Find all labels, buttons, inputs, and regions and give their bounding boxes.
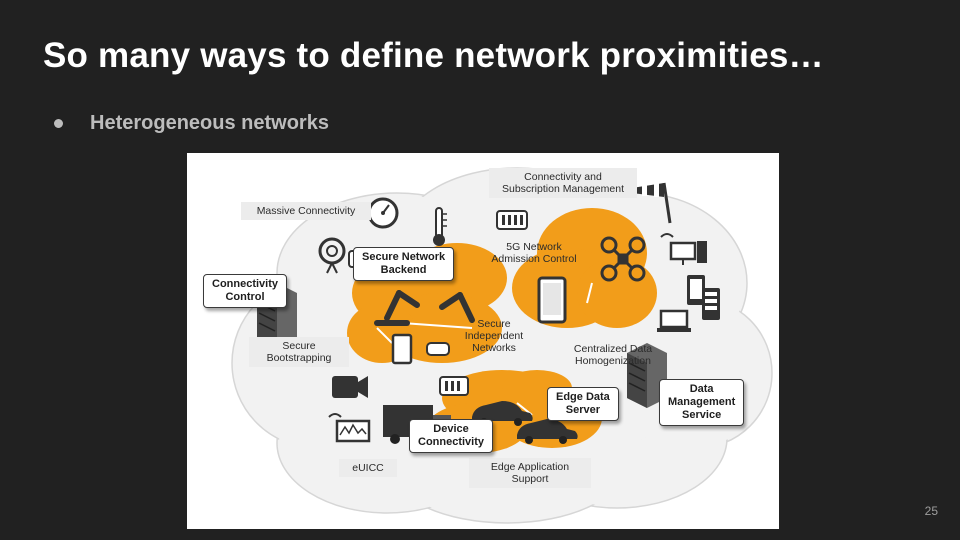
thermometer-icon <box>433 207 447 246</box>
label-massive-connectivity: Massive Connectivity <box>241 202 371 220</box>
radar-icon <box>318 237 346 274</box>
camera-icon <box>332 376 368 398</box>
bullet-dot-icon <box>54 119 63 128</box>
label-euicc: eUICC <box>339 459 397 477</box>
cellular-module-icon <box>496 210 528 230</box>
gauge-icon <box>367 197 399 229</box>
car-icon <box>426 342 450 356</box>
tablet-icon <box>391 333 413 365</box>
slide-title: So many ways to define network proximiti… <box>43 36 824 75</box>
signal-monitor-icon <box>328 413 371 443</box>
bullet-text: Heterogeneous networks <box>90 112 329 134</box>
laptop-icon <box>657 309 691 332</box>
label-text: Massive Connectivity <box>256 205 356 217</box>
label-text: eUICC <box>352 462 384 474</box>
car-icon <box>517 419 578 444</box>
smartphone-icon <box>702 288 720 320</box>
smartphone-icon <box>687 275 705 305</box>
robot-arm-icon <box>374 290 420 326</box>
tablet-icon <box>537 276 567 324</box>
windsock-icon <box>632 182 672 224</box>
robot-arm-icon <box>439 292 475 323</box>
cellular-module-icon <box>439 376 469 396</box>
bullet-item: Heterogeneous networks <box>54 112 329 135</box>
page-number: 25 <box>924 504 938 518</box>
drone-icon <box>600 236 646 282</box>
server-rack-icon <box>627 343 667 408</box>
desktop-icon <box>660 233 707 265</box>
